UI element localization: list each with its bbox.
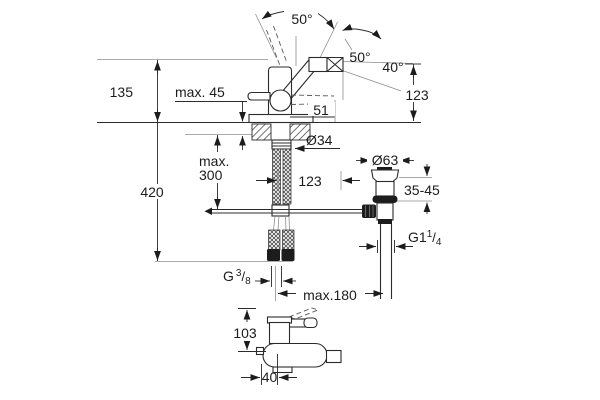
waste-tailpipe — [379, 224, 393, 299]
waste-assembly-detail — [362, 165, 400, 299]
spout-ball-joint — [269, 89, 292, 112]
dimension-max300: max. 300 — [196, 135, 237, 210]
waste-bottom-band — [378, 219, 392, 224]
mounting-washer-right — [289, 123, 311, 141]
dim-o34-label: Ø34 — [306, 132, 333, 148]
waste-gasket — [372, 195, 398, 203]
side-spout-housing — [262, 342, 328, 368]
spout-swivel-construction — [255, 10, 414, 122]
waste-flange — [370, 169, 400, 183]
faucet-front-view — [247, 56, 344, 261]
side-shank-stub — [272, 366, 293, 374]
dim-51-label: 51 — [313, 102, 329, 118]
dimension-35-45: 35-45 — [397, 164, 440, 214]
dim-420-label: 420 — [140, 184, 164, 200]
waste-body-lower — [376, 202, 394, 221]
dimension-waste-thread: G11/4 — [359, 229, 442, 253]
dimension-max45: max. 45 — [175, 84, 247, 150]
dim-max300-label-line2: 300 — [199, 167, 223, 183]
dim-103-label: 103 — [233, 325, 257, 341]
dim-max180-label: max.180 — [303, 287, 357, 303]
angle-50-left-label: 50° — [291, 11, 312, 27]
dimension-103: 103 — [231, 308, 266, 352]
dim-123-height-label: 123 — [405, 87, 429, 103]
rod-junction-block — [271, 204, 290, 217]
side-body — [268, 321, 291, 345]
supply-hose-left — [272, 148, 281, 205]
faucet-side-view — [255, 307, 342, 374]
dimension-hole-diameter: Ø34 — [295, 132, 340, 152]
side-left-tab — [255, 346, 265, 356]
dim-max300-label-line1: max. — [199, 153, 229, 169]
mounting-washer-left — [251, 123, 272, 141]
angle-labels: 50° 50° 40° — [291, 11, 403, 75]
lever-handle — [247, 91, 271, 101]
dimension-max180: max.180 — [275, 266, 383, 303]
base-plate — [248, 113, 314, 124]
dimension-waste-flange: Ø63 — [356, 151, 414, 168]
dim-40-label: 40 — [262, 369, 278, 385]
dim-123-reach-label: 123 — [298, 173, 322, 189]
dimension-135-420: 135 420 — [110, 60, 171, 261]
dim-35-45-label: 35-45 — [404, 182, 440, 198]
threaded-shank — [271, 139, 292, 150]
side-lever-knob — [303, 317, 318, 329]
pop-up-rod — [204, 207, 362, 215]
hose-connector-right — [281, 249, 295, 261]
rod-side-connector — [362, 204, 376, 218]
dim-max45-label: max. 45 — [175, 84, 225, 100]
side-outlet-nub — [325, 349, 342, 364]
supply-hose-right — [282, 148, 292, 205]
angle-40-label: 40° — [382, 59, 403, 75]
waste-body-upper — [375, 180, 395, 197]
dim-o63-label: Ø63 — [372, 152, 399, 168]
dim-135-label: 135 — [110, 84, 134, 100]
dim-g114-label: G11/4 — [408, 229, 442, 248]
dimension-123-reach: 123 — [256, 171, 360, 190]
dimension-40: 40 — [241, 354, 297, 385]
dimension-123-height: 123 — [401, 63, 432, 121]
angle-50-right-label: 50° — [349, 49, 370, 65]
lever-raised-position — [287, 307, 320, 320]
spout-nozzle — [308, 56, 328, 73]
dimension-51: 51 — [290, 102, 335, 118]
hose-connector-left — [267, 249, 280, 261]
